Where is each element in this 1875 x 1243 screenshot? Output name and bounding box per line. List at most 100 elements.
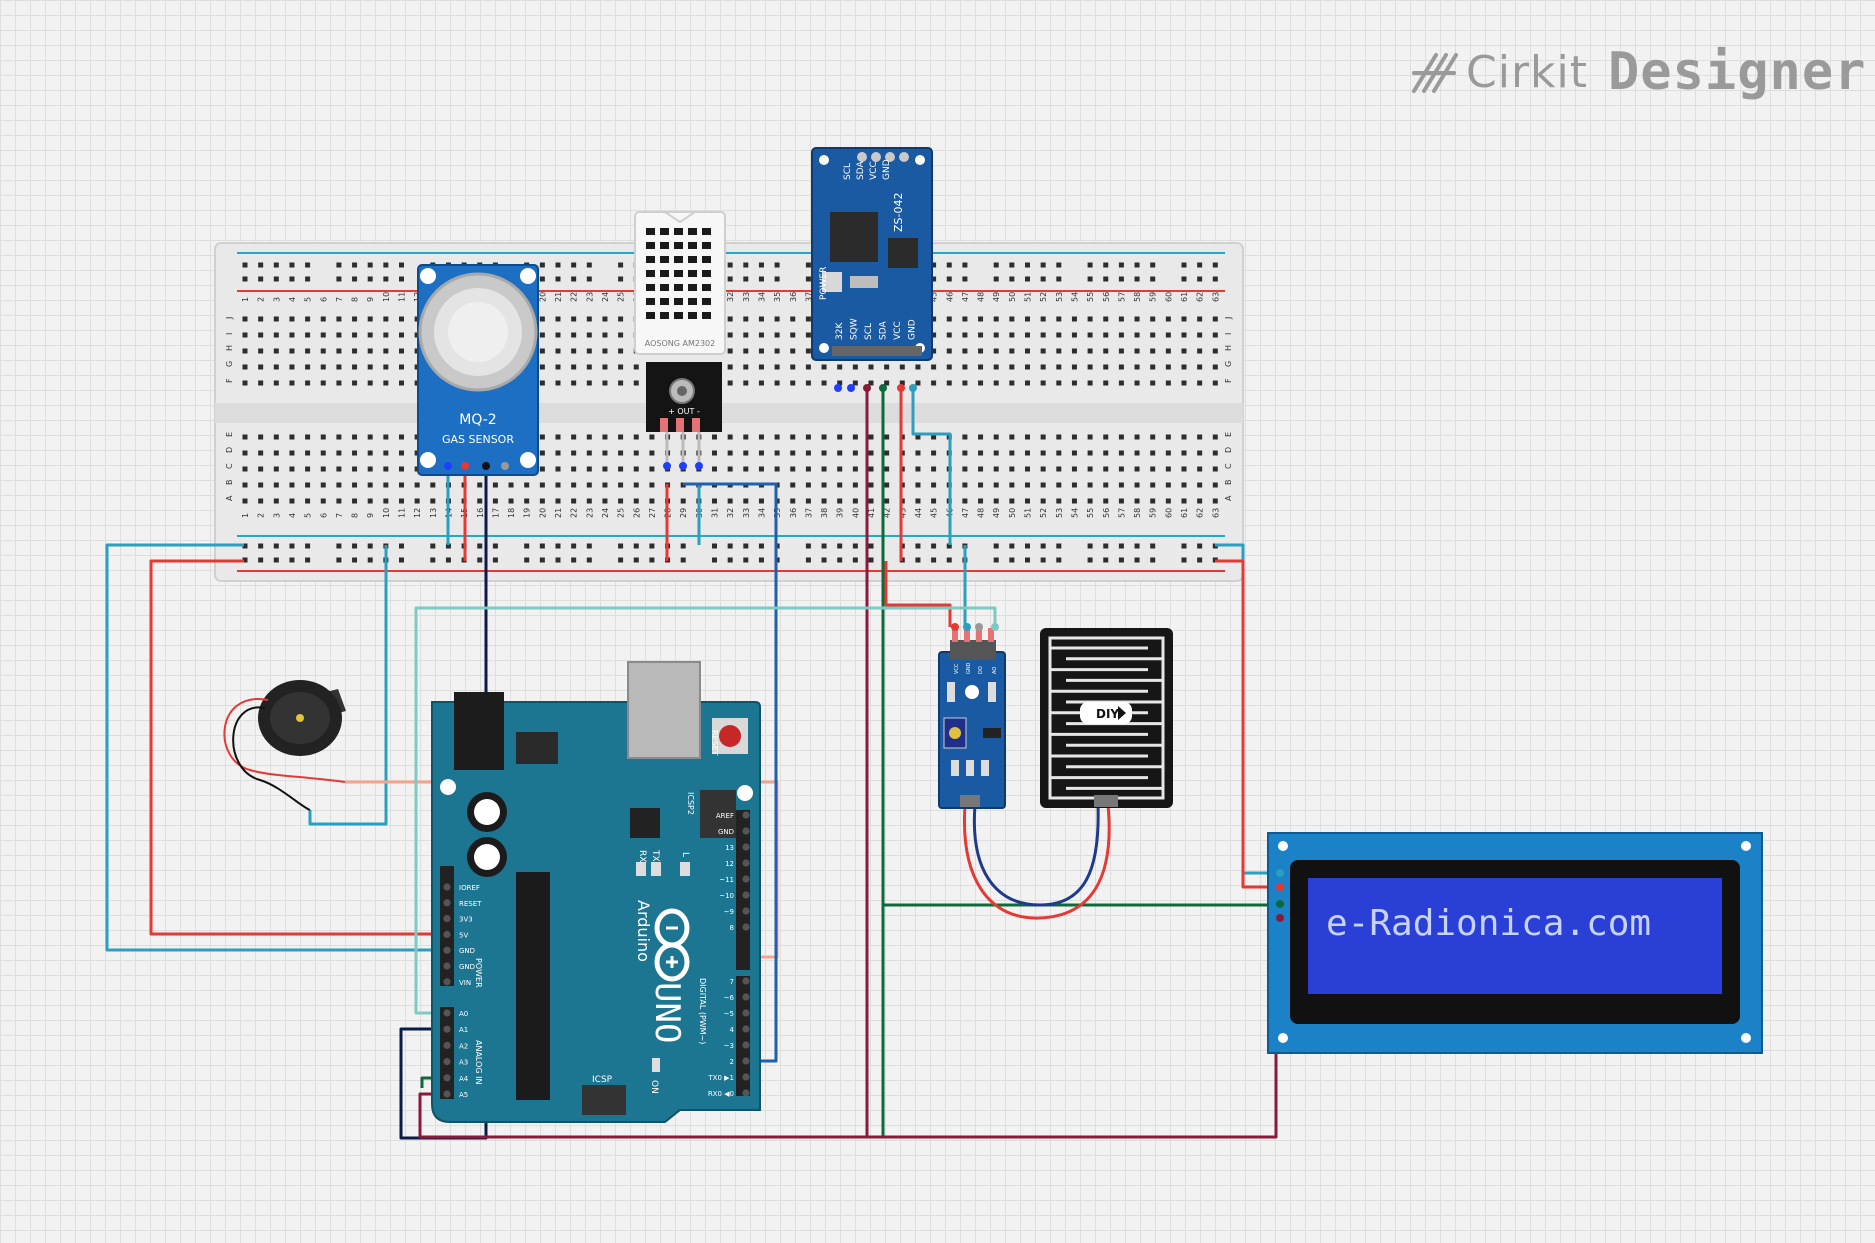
breadboard-hole[interactable] xyxy=(602,434,608,440)
breadboard-hole[interactable] xyxy=(962,466,968,472)
breadboard-hole[interactable] xyxy=(1103,450,1109,456)
breadboard-hole[interactable] xyxy=(1025,498,1030,504)
breadboard-hole[interactable] xyxy=(821,380,827,386)
breadboard-hole[interactable] xyxy=(555,466,561,472)
breadboard-hole[interactable] xyxy=(1025,466,1030,472)
breadboard-hole[interactable] xyxy=(1181,380,1187,386)
rail-hole[interactable] xyxy=(399,557,404,563)
breadboard-hole[interactable] xyxy=(1165,450,1171,456)
wire-rain-probe-blue[interactable] xyxy=(972,804,1100,907)
rail-hole[interactable] xyxy=(445,557,451,563)
arduino-header-pin[interactable] xyxy=(443,883,451,891)
breadboard-hole[interactable] xyxy=(868,450,874,456)
rail-hole[interactable] xyxy=(383,262,389,268)
breadboard-hole[interactable] xyxy=(539,498,545,504)
rail-hole[interactable] xyxy=(993,276,999,282)
rail-hole[interactable] xyxy=(1040,262,1046,268)
breadboard-hole[interactable] xyxy=(539,380,545,386)
breadboard-hole[interactable] xyxy=(1103,364,1109,370)
breadboard-hole[interactable] xyxy=(289,434,295,440)
breadboard-hole[interactable] xyxy=(774,434,780,440)
lcd-pin-vcc[interactable] xyxy=(1276,883,1284,891)
breadboard-hole[interactable] xyxy=(1181,450,1187,456)
breadboard-hole[interactable] xyxy=(633,450,639,456)
breadboard-hole[interactable] xyxy=(727,316,733,322)
breadboard-hole[interactable] xyxy=(946,316,952,322)
breadboard-hole[interactable] xyxy=(430,482,436,488)
rain-module-pin-vcc[interactable] xyxy=(951,623,959,631)
breadboard-hole[interactable] xyxy=(633,466,639,472)
rail-hole[interactable] xyxy=(852,557,858,563)
rail-hole[interactable] xyxy=(837,543,843,549)
breadboard-hole[interactable] xyxy=(1103,380,1109,386)
breadboard-hole[interactable] xyxy=(1197,450,1203,456)
breadboard-hole[interactable] xyxy=(727,332,733,338)
rail-hole[interactable] xyxy=(1212,276,1218,282)
rail-hole[interactable] xyxy=(524,543,530,549)
rtc-pin-sda[interactable] xyxy=(879,384,887,392)
rail-hole[interactable] xyxy=(633,557,639,563)
breadboard-hole[interactable] xyxy=(367,450,373,456)
breadboard-hole[interactable] xyxy=(1181,434,1187,440)
breadboard-hole[interactable] xyxy=(727,364,733,370)
breadboard-hole[interactable] xyxy=(320,482,326,488)
arduino-header-pin[interactable] xyxy=(443,978,451,986)
rtc-pin-gnd[interactable] xyxy=(909,384,917,392)
breadboard-hole[interactable] xyxy=(1197,380,1203,386)
breadboard-hole[interactable] xyxy=(383,482,389,488)
breadboard-hole[interactable] xyxy=(1071,332,1077,338)
breadboard-hole[interactable] xyxy=(242,364,248,370)
rail-hole[interactable] xyxy=(273,543,279,549)
rail-hole[interactable] xyxy=(336,543,342,549)
breadboard-hole[interactable] xyxy=(1197,316,1203,322)
rail-hole[interactable] xyxy=(1103,262,1109,268)
breadboard-hole[interactable] xyxy=(1087,380,1093,386)
breadboard-hole[interactable] xyxy=(273,348,279,354)
breadboard-hole[interactable] xyxy=(1212,364,1218,370)
breadboard-hole[interactable] xyxy=(367,348,373,354)
breadboard-hole[interactable] xyxy=(962,380,968,386)
breadboard-hole[interactable] xyxy=(1056,466,1062,472)
rail-hole[interactable] xyxy=(305,543,311,549)
rail-hole[interactable] xyxy=(727,557,733,563)
rail-hole[interactable] xyxy=(758,557,764,563)
rail-hole[interactable] xyxy=(946,543,952,549)
rail-hole[interactable] xyxy=(571,276,577,282)
breadboard-hole[interactable] xyxy=(1118,332,1124,338)
breadboard-hole[interactable] xyxy=(1087,316,1093,322)
breadboard-hole[interactable] xyxy=(258,332,264,338)
breadboard-hole[interactable] xyxy=(1197,482,1203,488)
breadboard-hole[interactable] xyxy=(524,498,530,504)
rail-hole[interactable] xyxy=(399,262,404,268)
breadboard-hole[interactable] xyxy=(931,498,937,504)
breadboard-hole[interactable] xyxy=(993,348,999,354)
breadboard-hole[interactable] xyxy=(1025,380,1030,386)
breadboard-hole[interactable] xyxy=(946,364,952,370)
rail-hole[interactable] xyxy=(1009,543,1015,549)
breadboard-hole[interactable] xyxy=(273,380,279,386)
breadboard-hole[interactable] xyxy=(649,450,655,456)
breadboard-hole[interactable] xyxy=(978,466,984,472)
breadboard-hole[interactable] xyxy=(336,498,342,504)
rail-hole[interactable] xyxy=(1150,262,1156,268)
wire-rain-ao-to-a0[interactable] xyxy=(414,606,997,1015)
breadboard-hole[interactable] xyxy=(352,482,358,488)
rail-hole[interactable] xyxy=(539,262,545,268)
rail-hole[interactable] xyxy=(242,557,248,563)
rail-hole[interactable] xyxy=(821,557,827,563)
breadboard-hole[interactable] xyxy=(790,332,796,338)
breadboard-hole[interactable] xyxy=(852,482,858,488)
breadboard-hole[interactable] xyxy=(352,450,358,456)
breadboard-hole[interactable] xyxy=(837,380,843,386)
breadboard-hole[interactable] xyxy=(946,332,952,338)
breadboard-hole[interactable] xyxy=(602,498,608,504)
breadboard-hole[interactable] xyxy=(790,434,796,440)
breadboard-hole[interactable] xyxy=(758,450,764,456)
breadboard-hole[interactable] xyxy=(320,380,326,386)
breadboard-hole[interactable] xyxy=(915,498,921,504)
breadboard-hole[interactable] xyxy=(273,450,279,456)
breadboard-hole[interactable] xyxy=(571,380,577,386)
rail-hole[interactable] xyxy=(1056,276,1062,282)
